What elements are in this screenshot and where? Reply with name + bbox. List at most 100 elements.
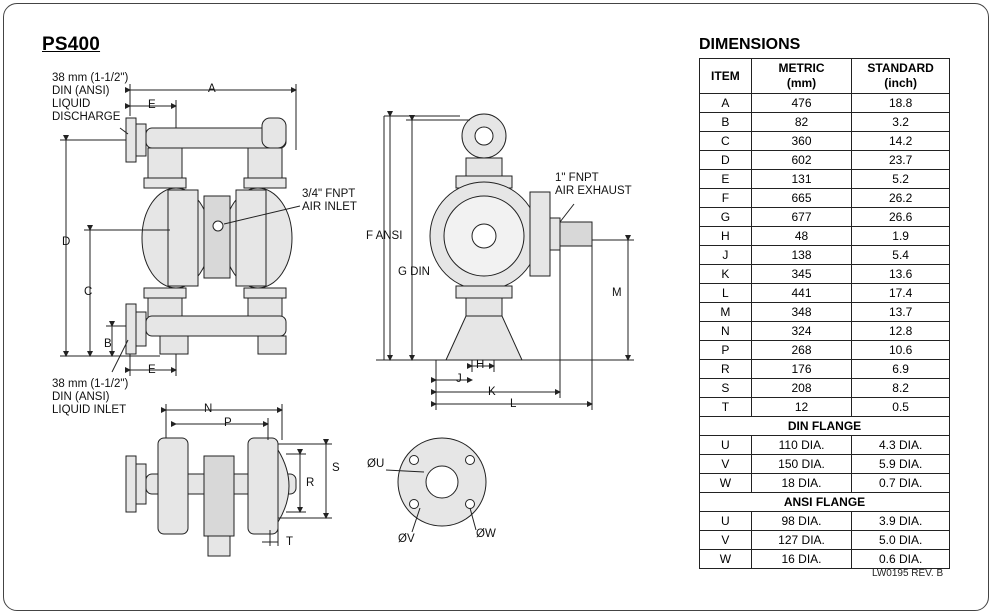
dim-label-w: ØW (476, 528, 496, 540)
table-cell: R (699, 359, 752, 379)
table-cell: 5.0 DIA. (851, 530, 950, 550)
table-cell: 18 DIA. (750, 473, 853, 493)
drawing-frame (3, 3, 989, 611)
table-cell: E (699, 169, 752, 189)
table-cell: M (699, 302, 752, 322)
table-cell: 110 DIA. (750, 435, 853, 455)
table-cell: U (699, 435, 752, 455)
table-cell: 208 (750, 378, 853, 398)
table-cell: B (699, 112, 752, 132)
table-cell: W (699, 549, 752, 569)
table-cell: 14.2 (851, 131, 950, 151)
table-cell: U (699, 511, 752, 531)
dim-label-g: G DIN (398, 266, 430, 278)
table-cell: 476 (750, 93, 853, 113)
front-view (125, 117, 293, 355)
table-cell: 26.2 (851, 188, 950, 208)
table-cell: A (699, 93, 752, 113)
table-cell: 138 (750, 245, 853, 265)
section-title: ANSI FLANGE (699, 492, 950, 512)
dim-label-l: L (510, 398, 517, 410)
table-cell: 12.8 (851, 321, 950, 341)
table-cell: S (699, 378, 752, 398)
header-item: ITEM (699, 58, 752, 94)
dim-label-a: A (208, 83, 216, 95)
table-cell: 3.2 (851, 112, 950, 132)
table-header-row: ITEM METRIC(mm) STANDARD(inch) (699, 58, 950, 94)
dim-label-v: ØV (398, 533, 415, 545)
air-inlet-label: 3/4" FNPT AIR INLET (302, 188, 357, 213)
table-cell: 665 (750, 188, 853, 208)
top-view-dims (161, 404, 332, 546)
header-metric: METRIC(mm) (750, 58, 853, 94)
table-cell: 5.9 DIA. (851, 454, 950, 474)
table-cell: N (699, 321, 752, 341)
header-standard: STANDARD(inch) (851, 58, 950, 94)
table-cell: F (699, 188, 752, 208)
inlet-label: 38 mm (1-1/2") DIN (ANSI) LIQUID INLET (52, 378, 129, 416)
table-cell: L (699, 283, 752, 303)
table-cell: 268 (750, 340, 853, 360)
dim-label-k: K (488, 386, 496, 398)
table-cell: D (699, 150, 752, 170)
side-view (412, 113, 593, 361)
table-cell: 324 (750, 321, 853, 341)
page-title: PS400 (42, 34, 101, 55)
dim-label-m: M (612, 287, 622, 299)
top-view (125, 437, 297, 557)
table-cell: 127 DIA. (750, 530, 853, 550)
table-cell: 13.7 (851, 302, 950, 322)
dim-label-n: N (204, 403, 213, 415)
table-cell: 176 (750, 359, 853, 379)
table-cell: 150 DIA. (750, 454, 853, 474)
table-cell: T (699, 397, 752, 417)
dim-label-r: R (306, 477, 315, 489)
table-cell: 131 (750, 169, 853, 189)
table-cell: 26.6 (851, 207, 950, 227)
dim-label-p: P (224, 417, 232, 429)
table-cell: 348 (750, 302, 853, 322)
table-cell: 13.6 (851, 264, 950, 284)
table-cell: 16 DIA. (750, 549, 853, 569)
table-cell: 677 (750, 207, 853, 227)
table-cell: 360 (750, 131, 853, 151)
table-cell: 6.9 (851, 359, 950, 379)
table-section-row: DIN FLANGE (699, 416, 950, 436)
table-cell: 5.2 (851, 169, 950, 189)
dim-label-h: H (476, 359, 485, 371)
table-cell: 17.4 (851, 283, 950, 303)
revision-label: LW0195 REV. B (872, 568, 944, 579)
table-cell: G (699, 207, 752, 227)
air-exhaust-label: 1" FNPT AIR EXHAUST (555, 172, 632, 197)
table-cell: H (699, 226, 752, 246)
dim-label-t: T (286, 536, 294, 548)
table-cell: 1.9 (851, 226, 950, 246)
table-cell: 18.8 (851, 93, 950, 113)
dim-label-u: ØU (367, 458, 385, 470)
table-cell: 98 DIA. (750, 511, 853, 531)
table-cell: 10.6 (851, 340, 950, 360)
dim-label-f: F ANSI (366, 230, 403, 242)
table-cell: 3.9 DIA. (851, 511, 950, 531)
table-cell: K (699, 264, 752, 284)
table-cell: V (699, 530, 752, 550)
table-cell: 5.4 (851, 245, 950, 265)
dim-label-c: C (84, 286, 93, 298)
